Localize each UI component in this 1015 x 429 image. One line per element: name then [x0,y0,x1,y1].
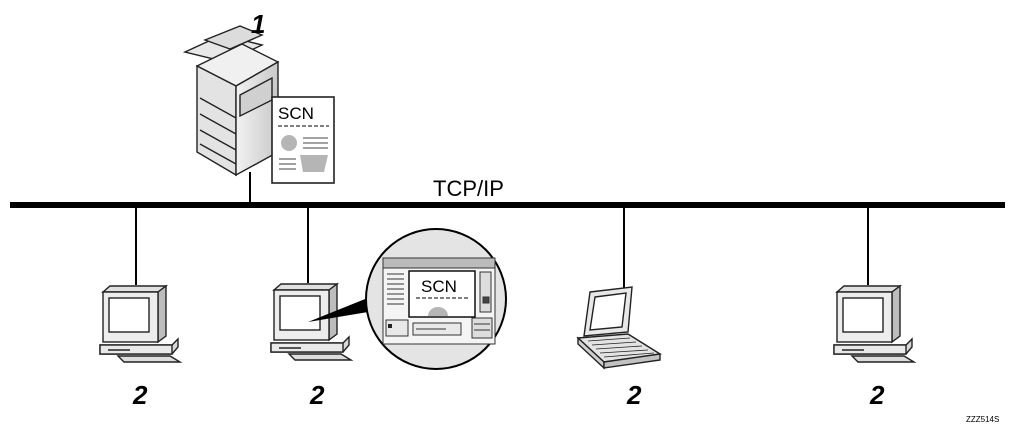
zoom-document-label: SCN [421,277,457,296]
figure-code: ZZZ514S [966,415,999,424]
network-label: TCP/IP [433,176,504,201]
client-4-number: 2 [869,380,885,410]
scanner-number: 1 [251,9,265,39]
zoom-pointer [308,293,380,322]
client-2-number: 2 [309,380,325,410]
client-1-desktop-computer-icon [99,284,183,363]
client-4-desktop-computer-icon [833,284,917,363]
scanned-document-label: SCN [278,104,314,123]
client-3-laptop-computer-icon [576,286,662,370]
scanned-document-icon: SCN [271,96,335,184]
zoom-circle-icon: SCN [365,228,507,370]
client-1-number: 2 [132,380,148,410]
scanner-app-window-icon [382,257,496,345]
client-2-desktop-computer-icon [270,282,354,361]
scanner-mfp-icon [182,25,280,177]
client-3-number: 2 [626,380,642,410]
